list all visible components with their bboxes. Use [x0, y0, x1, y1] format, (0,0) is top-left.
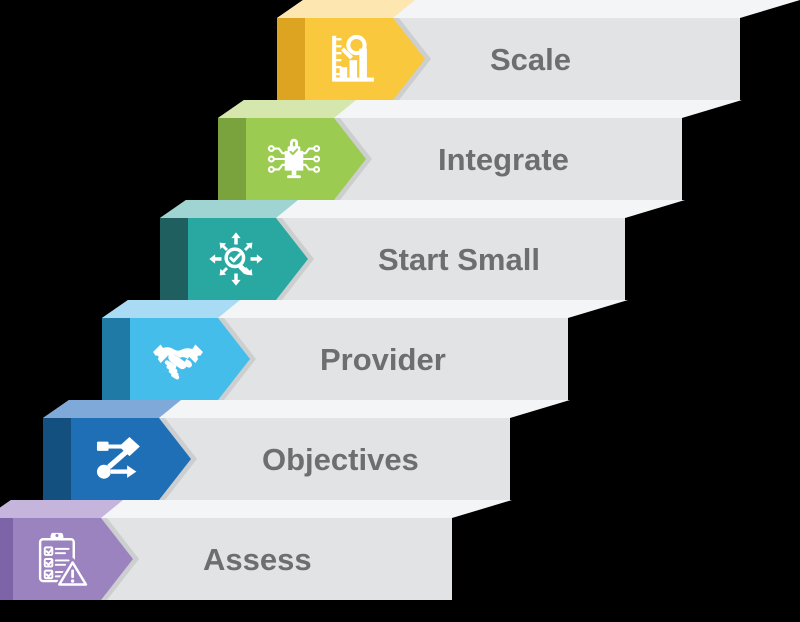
hexagon-top-bevel: [277, 0, 415, 18]
step-bar-face: [246, 118, 682, 200]
step-bar-face: [71, 418, 510, 500]
hexagon-side-panel: [43, 418, 71, 500]
process-step[interactable]: Objectives: [43, 400, 570, 500]
step-bar-face: [13, 518, 452, 600]
step-bar-face: [188, 218, 625, 300]
step-bar-face: [130, 318, 568, 400]
process-step[interactable]: Assess: [0, 500, 512, 600]
hexagon-side-panel: [218, 118, 246, 200]
hexagon-front-face: [71, 418, 191, 500]
hexagon-side-panel: [160, 218, 188, 300]
hexagon-side-panel: [277, 18, 305, 100]
hexagon-top-bevel: [160, 200, 298, 218]
process-step[interactable]: Scale: [277, 0, 800, 100]
step-label: Assess: [203, 542, 312, 577]
step-label: Scale: [490, 42, 571, 77]
hexagon-side-panel: [102, 318, 130, 400]
step-label: Start Small: [378, 242, 540, 277]
hexagon-top-bevel: [218, 100, 356, 118]
hexagon-front-face: [130, 318, 250, 400]
hexagon-side-panel: [0, 518, 13, 600]
step-bar-face: [305, 18, 740, 100]
hexagon-top-bevel: [102, 300, 240, 318]
process-step[interactable]: Provider: [102, 300, 628, 400]
hexagon-front-face: [188, 218, 308, 300]
step-top-surface: [0, 500, 512, 518]
step-label: Objectives: [262, 442, 419, 477]
hexagon-top-bevel: [0, 500, 123, 518]
process-step[interactable]: Integrate: [218, 100, 742, 200]
step-label: Integrate: [438, 142, 569, 177]
process-step[interactable]: Start Small: [160, 200, 685, 300]
hexagon-top-bevel: [43, 400, 181, 418]
step-label: Provider: [320, 342, 446, 377]
